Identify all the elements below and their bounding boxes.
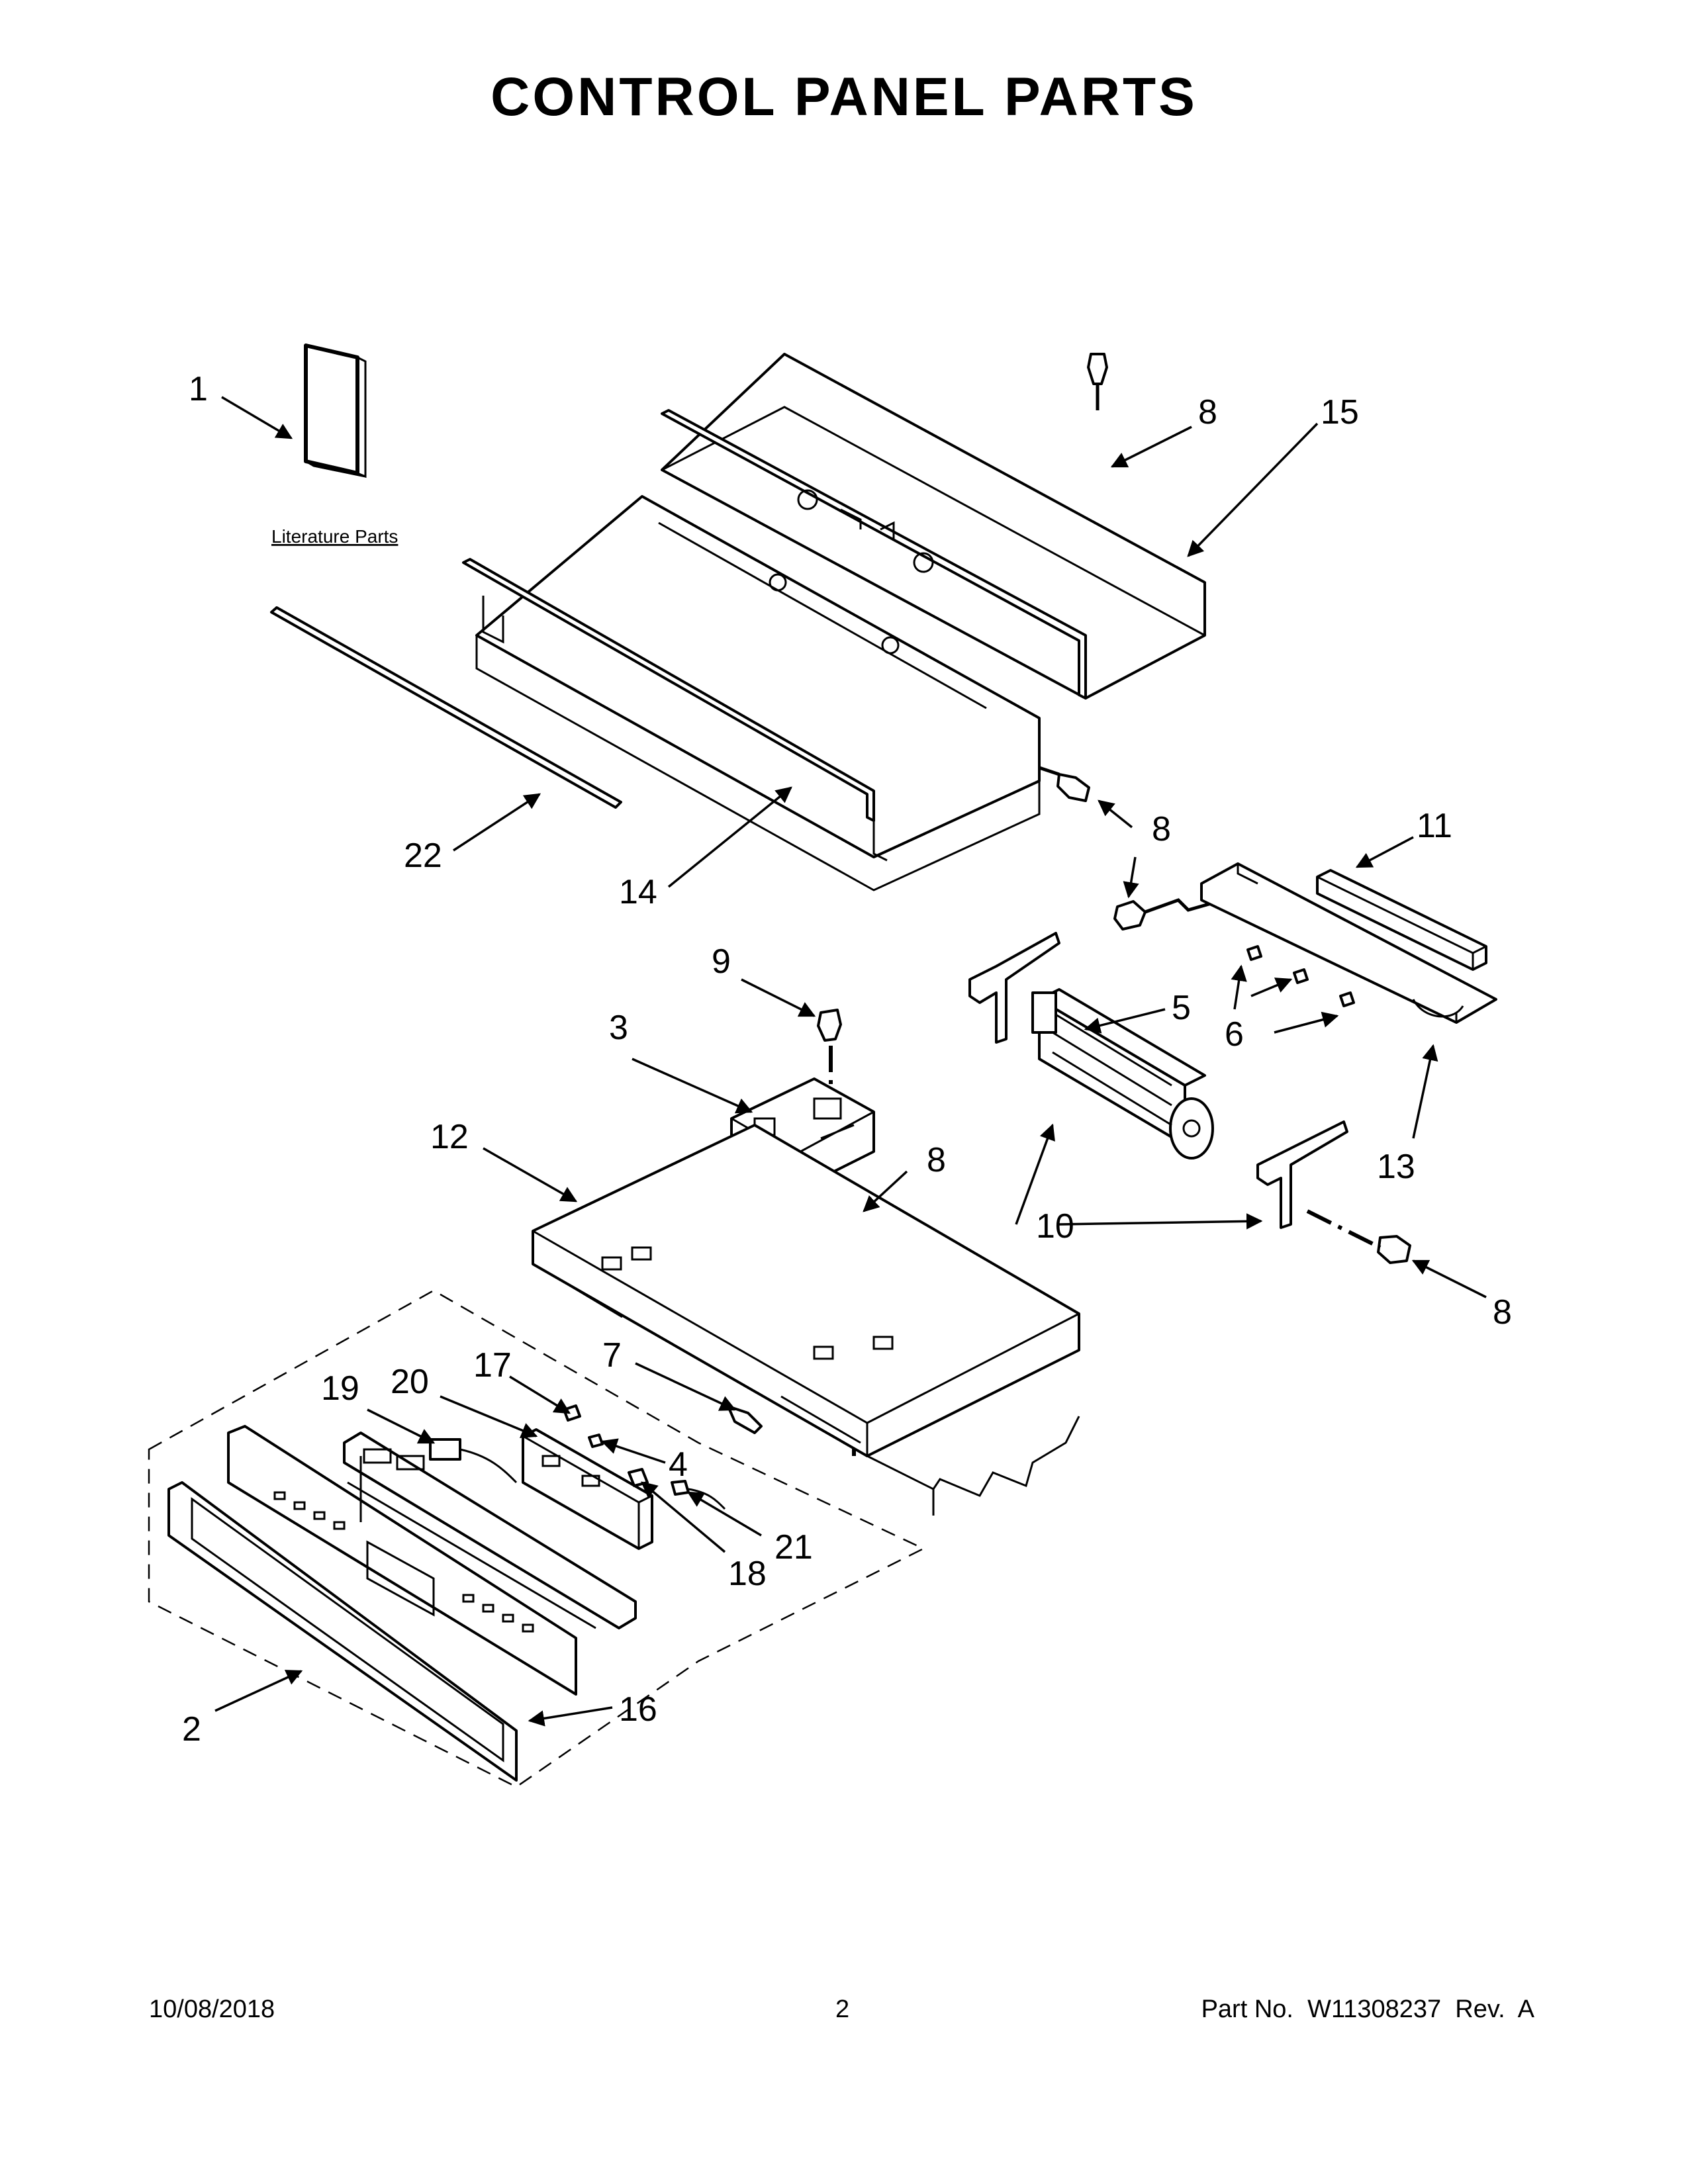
component-7 [727, 1405, 763, 1434]
callout-10: 10 [1036, 1207, 1074, 1246]
callout-14: 14 [619, 873, 657, 911]
callout-5: 5 [1172, 989, 1191, 1027]
callout-6: 6 [1225, 1015, 1244, 1054]
screw-8-right-panel [1039, 766, 1090, 802]
callout-7: 7 [602, 1336, 622, 1375]
callout-12: 12 [430, 1118, 469, 1156]
callout-21: 21 [774, 1528, 813, 1567]
literature-parts-label: Literature Parts [271, 526, 398, 547]
pins-6 [1246, 945, 1355, 1007]
blower-bracket-13 [1200, 862, 1497, 1024]
callout-9: 9 [712, 942, 731, 981]
callout-13: 13 [1377, 1148, 1415, 1186]
console-frame-2 [167, 1481, 518, 1782]
leader-lines [214, 396, 1487, 1727]
main-board-20 [522, 1428, 653, 1550]
screw-8-right [1377, 1235, 1411, 1264]
callout-8-right: 8 [1493, 1293, 1512, 1332]
callout-8-panel: 8 [1152, 810, 1171, 848]
footer-date: 10/08/2018 [149, 1995, 275, 2023]
alignment-line-right [1306, 1209, 1382, 1250]
control-panel-tray-12 [532, 1124, 1080, 1516]
literature-booklet [304, 343, 367, 478]
callout-3: 3 [609, 1009, 628, 1047]
upper-panel-cover-15 [661, 353, 1206, 700]
callout-20: 20 [391, 1363, 429, 1401]
callout-1: 1 [189, 370, 208, 408]
strip-part-11 [1316, 869, 1487, 971]
callout-4: 4 [669, 1445, 688, 1484]
callout-2: 2 [182, 1710, 201, 1749]
callout-18: 18 [728, 1555, 767, 1593]
control-board-19 [343, 1432, 637, 1629]
screw-8-bracket [1113, 898, 1212, 931]
screw-9 [817, 1009, 842, 1042]
console-group-outline [148, 1289, 925, 1788]
component-21 [671, 1480, 726, 1510]
strip-part-22 [270, 606, 622, 809]
callout-11: 11 [1417, 807, 1452, 845]
display-glass-16 [227, 1425, 577, 1696]
lower-panel-cover-14 [462, 495, 1041, 891]
footer-part-number: Part No. W11308237 Rev. A [1201, 1995, 1534, 2023]
component-4 [588, 1433, 604, 1448]
callout-16: 16 [619, 1690, 657, 1729]
bracket-10-right [1256, 1120, 1348, 1229]
callout-8-center: 8 [927, 1141, 946, 1179]
bracket-10-left [968, 932, 1060, 1044]
callout-8-top: 8 [1198, 393, 1217, 432]
callout-22: 22 [404, 837, 442, 875]
screw-8-top [1087, 353, 1108, 410]
callout-17: 17 [473, 1346, 512, 1385]
callout-19: 19 [321, 1369, 359, 1408]
page-title: CONTROL PANEL PARTS [491, 67, 1197, 127]
callout-15: 15 [1321, 393, 1359, 432]
component-17 [563, 1404, 581, 1422]
footer-page-number: 2 [835, 1995, 850, 2023]
blower-5 [1031, 988, 1214, 1160]
